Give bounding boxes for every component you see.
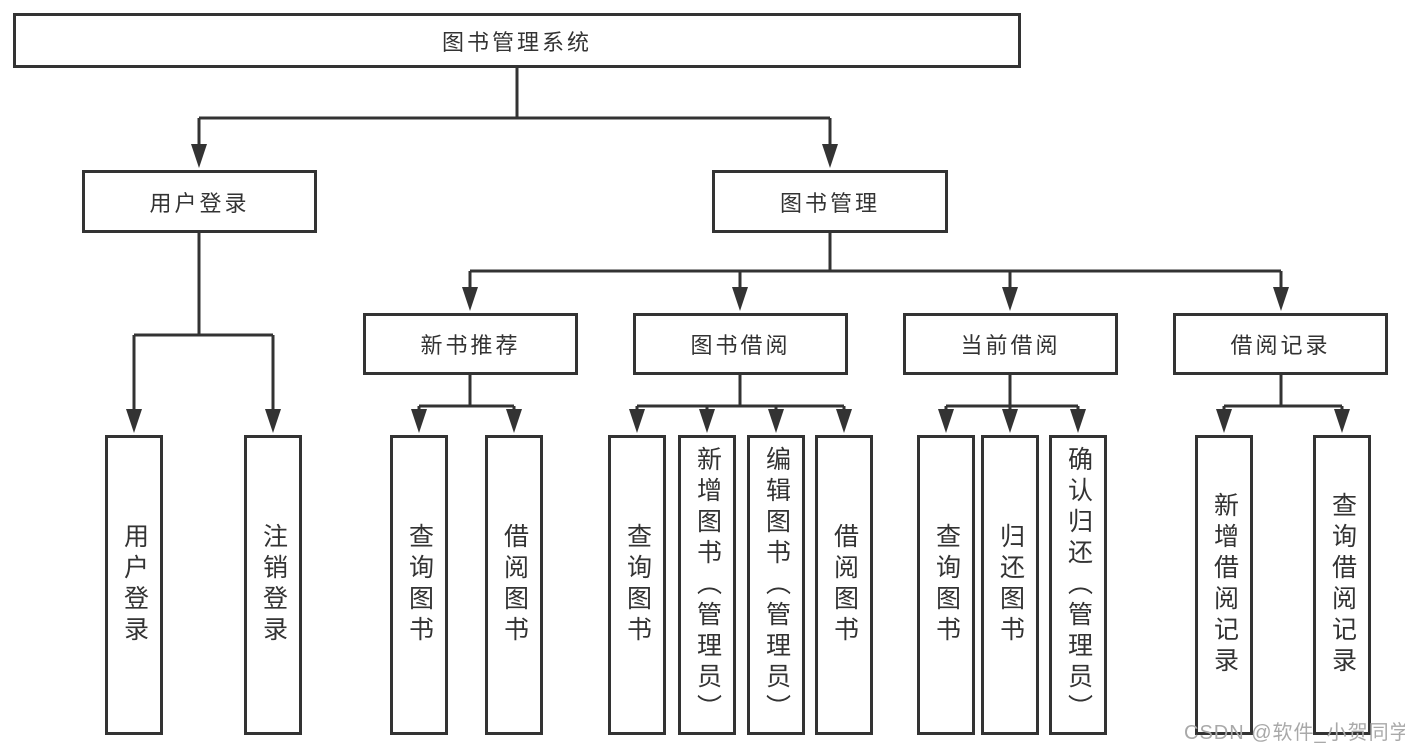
leaf-add-borrow-record: 新增借阅记录 — [1195, 435, 1253, 735]
leaf-query-books-2: 查询图书 — [608, 435, 666, 735]
node-root-library-system: 图书管理系统 — [13, 13, 1021, 68]
connector-root-to-level2 — [197, 68, 832, 146]
connector-current-borrow-branch — [944, 375, 1080, 411]
arrowheads-user-login-branch — [126, 409, 281, 433]
connector-user-login-branch — [132, 233, 275, 411]
leaf-logout: 注销登录 — [244, 435, 302, 735]
node-user-login: 用户登录 — [82, 170, 317, 233]
leaf-borrow-books-1: 借阅图书 — [485, 435, 543, 735]
leaf-borrow-books-2: 借阅图书 — [815, 435, 873, 735]
leaf-query-borrow-record: 查询借阅记录 — [1313, 435, 1371, 735]
connector-borrow-record-branch — [1222, 375, 1344, 411]
node-borrow-record: 借阅记录 — [1173, 313, 1388, 375]
node-book-borrow: 图书借阅 — [633, 313, 848, 375]
leaf-edit-books-admin: 编辑图书（管理员） — [747, 435, 805, 735]
arrowheads-book-borrow-branch — [629, 409, 852, 433]
connector-book-management-branch — [468, 233, 1283, 289]
arrowheads-borrow-record-branch — [1216, 409, 1350, 433]
node-book-management: 图书管理 — [712, 170, 948, 233]
node-current-borrow: 当前借阅 — [903, 313, 1118, 375]
leaf-query-books-1: 查询图书 — [390, 435, 448, 735]
connector-new-book-branch — [417, 375, 516, 411]
arrowheads-level2 — [191, 144, 838, 168]
watermark: CSDN @软件_小贺同学 — [1184, 722, 1405, 744]
node-new-book-recommend: 新书推荐 — [363, 313, 578, 375]
arrowheads-level3 — [462, 287, 1289, 311]
leaf-user-login: 用户登录 — [105, 435, 163, 735]
arrowheads-current-borrow-branch — [938, 409, 1086, 433]
leaf-query-books-3: 查询图书 — [917, 435, 975, 735]
connector-book-borrow-branch — [635, 375, 846, 411]
arrowheads-new-book-branch — [411, 409, 522, 433]
leaf-add-books-admin: 新增图书（管理员） — [678, 435, 736, 735]
leaf-return-books: 归还图书 — [981, 435, 1039, 735]
leaf-confirm-return-admin: 确认归还（管理员） — [1049, 435, 1107, 735]
